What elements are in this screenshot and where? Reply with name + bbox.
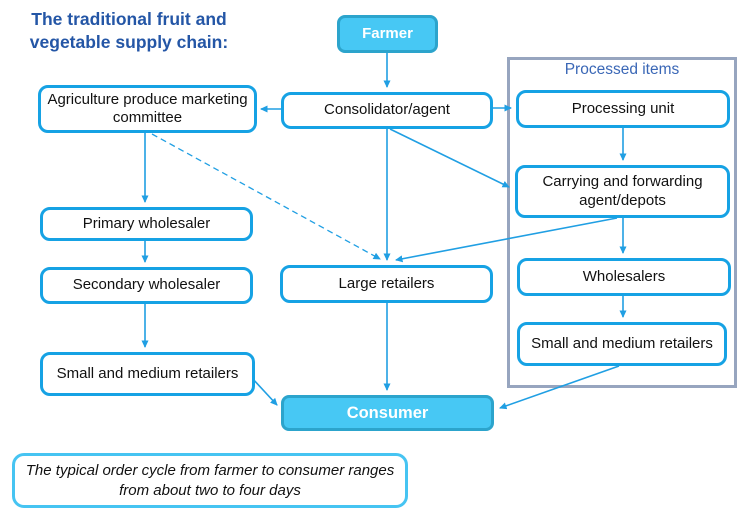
order-cycle-note-text: The typical order cycle from farmer to c… [25, 462, 395, 499]
processed-items-group-title: Processed items [564, 61, 680, 78]
node-carrying-forwarding-agent-depots: Carrying and forwarding agent/depots [515, 165, 730, 218]
node-secondary-wholesaler: Secondary wholesaler [40, 267, 253, 304]
arrow-consolidator-to-carrying-forwarding [389, 128, 510, 188]
node-consolidator-agent-label: Consolidator/agent [324, 101, 450, 119]
node-farmer-label: Farmer [362, 24, 413, 42]
node-wholesalers: Wholesalers [517, 258, 731, 296]
node-consumer: Consumer [281, 395, 494, 431]
node-wholesalers-label: Wholesalers [582, 267, 666, 285]
node-large-retailers: Large retailers [280, 265, 493, 303]
node-small-medium-retailers-right-label: Small and medium retailers [531, 334, 713, 352]
diagram-title: The traditional fruit and vegetable supp… [29, 9, 229, 52]
node-carrying-forwarding-label: Carrying and forwarding agent/depots [542, 173, 703, 209]
node-processing-unit: Processing unit [516, 90, 730, 128]
node-agriculture-produce-marketing-committee: Agriculture produce marketing committee [38, 85, 257, 133]
arrow-carrying-forwarding-to-large-retailers [395, 217, 618, 263]
node-processing-unit-label: Processing unit [571, 99, 675, 117]
node-small-medium-retailers-left-label: Small and medium retailers [56, 364, 239, 382]
node-farmer: Farmer [337, 15, 438, 53]
node-small-medium-retailers-left: Small and medium retailers [40, 352, 255, 396]
arrow-small-medium-right-to-consumer [499, 365, 620, 410]
order-cycle-note: The typical order cycle from farmer to c… [12, 453, 408, 508]
node-consolidator-agent: Consolidator/agent [281, 92, 493, 129]
node-primary-wholesaler: Primary wholesaler [40, 207, 253, 241]
node-large-retailers-label: Large retailers [338, 274, 435, 292]
node-small-medium-retailers-right: Small and medium retailers [517, 322, 727, 366]
node-primary-wholesaler-label: Primary wholesaler [82, 214, 211, 232]
node-consumer-label: Consumer [346, 403, 429, 422]
node-apmc-label: Agriculture produce marketing committee [47, 90, 248, 126]
node-secondary-wholesaler-label: Secondary wholesaler [72, 276, 221, 294]
arrow-apmc-to-large-retailers [151, 133, 381, 260]
arrow-small-medium-left-to-consumer [251, 377, 278, 406]
